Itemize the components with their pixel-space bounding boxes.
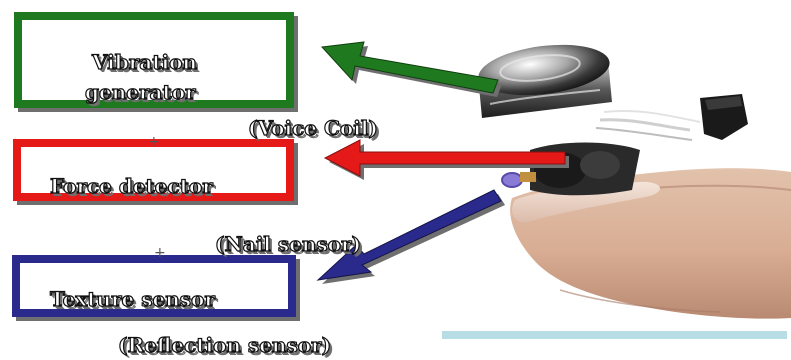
vibration-arrow: [320, 41, 499, 94]
nail-sensor-label: (Nail sensor): [214, 232, 361, 256]
texture-sensor-label: Texture sensor: [49, 287, 215, 311]
force-detector-label: Force detector: [49, 174, 213, 198]
vibration-generator-label-line2: generator: [84, 80, 196, 104]
vibration-generator-label-line1: Vibration: [91, 50, 197, 74]
plus-mark: +: [154, 245, 166, 261]
voice-coil-label: (Voice Coil): [247, 116, 378, 140]
vibration-generator-box: [14, 12, 294, 108]
caption-underline: [442, 331, 787, 339]
force-detector-box: [13, 139, 294, 201]
texture-arrow: [316, 189, 502, 281]
plus-mark: +: [148, 134, 160, 150]
texture-sensor-box: [12, 255, 296, 317]
reflection-sensor-label: (Reflection sensor): [117, 333, 332, 357]
force-arrow: [323, 139, 566, 177]
